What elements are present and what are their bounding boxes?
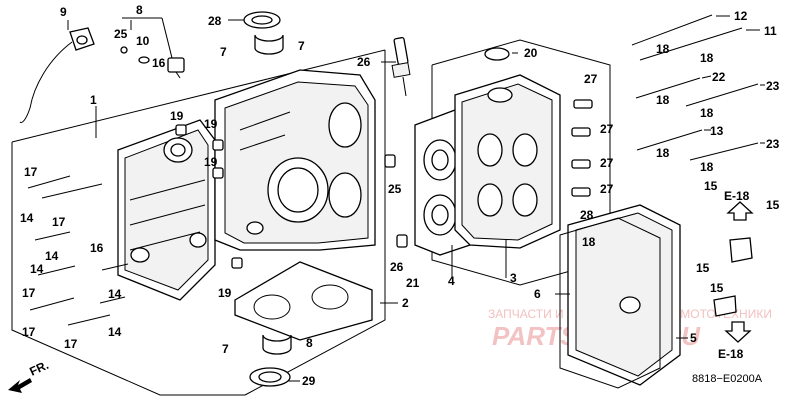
callout-14-b: 14 (45, 249, 59, 263)
callout-4: 4 (448, 274, 455, 288)
head-cover-gasket (559, 217, 661, 389)
callout-19-b: 19 (204, 117, 218, 131)
callout-18-c: 18 (656, 93, 670, 107)
callout-27-a: 27 (600, 122, 614, 136)
callout-15-b: 15 (766, 198, 780, 212)
callout-1: 1 (90, 93, 97, 107)
callout-5: 5 (690, 331, 697, 345)
callout-16: 16 (90, 241, 104, 255)
callout-19-d: 19 (218, 286, 232, 300)
spark-plug-26 (391, 36, 411, 97)
bolts-right (631, 14, 759, 161)
callout-14-c: 14 (30, 262, 44, 276)
callout-14-e: 14 (108, 325, 122, 339)
callout-21: 21 (406, 276, 420, 290)
callout-7-b: 7 (298, 39, 305, 53)
callout-3: 3 (510, 271, 517, 285)
dowels (175, 99, 593, 269)
callout-12: 12 (734, 9, 748, 23)
bolts-left (27, 175, 129, 326)
callout-18-b: 18 (700, 51, 714, 65)
callout-7-a: 7 (220, 45, 227, 59)
callout-2: 2 (402, 296, 409, 310)
bracket-right (713, 237, 753, 317)
callout-29: 28 (208, 14, 222, 28)
gasket-hole-icon (253, 294, 291, 320)
callout-15-d: 15 (710, 281, 724, 295)
switch-8 (120, 46, 185, 79)
sensor-9 (19, 27, 95, 123)
callout-24: 25 (114, 27, 128, 41)
gasket-hole-icon (311, 284, 349, 310)
callout-15-c: 15 (696, 261, 710, 275)
callout-27-b: 27 (600, 156, 614, 170)
callout-26: 26 (357, 55, 371, 69)
callout-25-b: 26 (390, 260, 404, 274)
reference-arrow-down-icon (724, 321, 752, 343)
oil-seal-20 (484, 47, 510, 61)
callout-16-top: 16 (152, 56, 166, 70)
callout-8: 8 (136, 3, 143, 17)
oil-seal-29 (243, 11, 281, 29)
callout-17-e: 17 (64, 337, 78, 351)
diagram-code: 8818−E0200A (692, 373, 763, 385)
callout-30: 29 (302, 374, 316, 388)
callout-18-d: 18 (700, 106, 714, 120)
callout-13: 13 (710, 124, 724, 138)
callout-23-b: 23 (766, 137, 780, 151)
callout-18-f: 18 (700, 160, 714, 174)
callout-19-a: 19 (170, 109, 184, 123)
callout-18-e: 18 (656, 146, 670, 160)
collar-7-bottom (262, 334, 292, 355)
assembly-boundary-left (11, 49, 386, 396)
callout-28-a: 27 (584, 72, 598, 86)
crankcase-left (214, 69, 376, 251)
callout-11: 11 (764, 24, 777, 38)
callout-15-a: 15 (704, 179, 718, 193)
callout-17-b: 17 (52, 215, 66, 229)
front-direction-label: FR. (27, 358, 50, 379)
callout-labels: 9 8 25 10 16 1 28 7 7 26 20 19 19 19 19 … (20, 3, 780, 388)
front-direction-arrow-icon (8, 378, 32, 393)
callout-9: 9 (60, 5, 67, 19)
callout-7-d: 8 (306, 336, 313, 350)
callout-10: 10 (136, 34, 150, 48)
callout-17-c: 17 (22, 286, 36, 300)
callout-23-a: 23 (766, 79, 780, 93)
callout-17-d: 17 (22, 325, 36, 339)
callout-6: 6 (534, 287, 541, 301)
leader-lines (67, 15, 765, 382)
callout-18-a: 18 (656, 42, 670, 56)
cylinder-head-right (454, 74, 561, 249)
callout-18-g: 18 (582, 235, 596, 249)
callout-28-b: 28 (580, 208, 594, 222)
callout-17-a: 17 (24, 165, 38, 179)
callout-14-a: 14 (20, 211, 34, 225)
callout-7-c: 7 (222, 342, 229, 356)
head-cover (567, 204, 681, 386)
callout-25-a: 25 (388, 182, 402, 196)
callout-20: 20 (524, 46, 538, 60)
callout-27-c: 27 (600, 182, 614, 196)
callout-22: 22 (712, 70, 726, 84)
collar-7-top (254, 34, 284, 55)
cylinder-head-left (117, 119, 216, 301)
cylinder-gasket (234, 261, 373, 341)
callout-19-c: 19 (204, 155, 218, 169)
reference-e18-bottom: E-18 (718, 347, 744, 361)
oil-seal-30 (249, 367, 291, 387)
reference-arrow-up-icon (726, 201, 754, 221)
callout-14-d: 14 (108, 287, 122, 301)
reference-e18-top: E-18 (724, 189, 750, 203)
